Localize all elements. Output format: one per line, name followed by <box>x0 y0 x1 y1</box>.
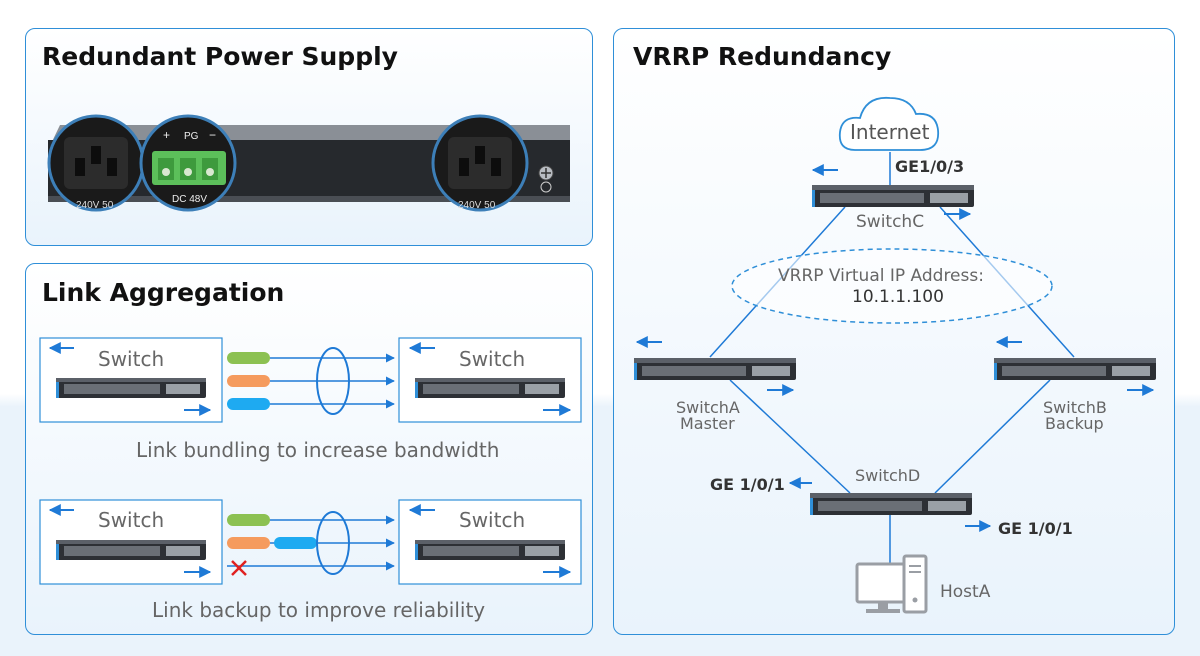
internet-cloud-icon <box>838 96 940 151</box>
dc-label: DC 48V <box>172 194 207 205</box>
internet-label: Internet <box>850 120 930 144</box>
bundle-blue-cable <box>227 398 270 410</box>
vrrp-title: VRRP Redundancy <box>633 42 892 71</box>
backup-aggregation-ellipse <box>316 511 350 575</box>
port-left-label: GE 1/0/1 <box>710 475 785 494</box>
switcha-icon <box>634 358 796 380</box>
bundle-caption: Link bundling to increase bandwidth <box>136 438 500 462</box>
switchb-label: SwitchB <box>1043 398 1107 417</box>
link-failure-x-icon <box>231 560 247 576</box>
virtual-ip-title: VRRP Virtual IP Address: <box>778 266 984 286</box>
backup-blue-cable <box>274 537 317 549</box>
backup-right-switch-label: Switch <box>459 508 526 532</box>
backup-green-cable <box>227 514 270 526</box>
bundle-green-cable <box>227 352 270 364</box>
switcha-label: SwitchA <box>676 398 740 417</box>
bundle-orange-cable <box>227 375 270 387</box>
backup-caption: Link backup to improve reliability <box>152 598 486 622</box>
switchb-to-switchd-line <box>934 379 1051 494</box>
terminal-plus: + <box>163 128 170 142</box>
link-aggregation-title: Link Aggregation <box>42 278 285 307</box>
bundle-left-switch-label: Switch <box>98 347 165 371</box>
switchd-label: SwitchD <box>855 466 921 485</box>
switchb-icon <box>994 358 1156 380</box>
port-top-label: GE1/0/3 <box>895 157 965 176</box>
right-socket-text: 240V 50 <box>458 200 496 211</box>
switchc-label: SwitchC <box>856 212 925 232</box>
terminal-minus: − <box>209 128 216 142</box>
dc-terminal-icon <box>139 114 237 212</box>
bundle-right-switch-label: Switch <box>459 347 526 371</box>
backup-orange-cable <box>227 537 270 549</box>
host-label: HostA <box>940 582 991 602</box>
power-panel-title: Redundant Power Supply <box>42 42 398 71</box>
left-socket-text: 240V 50 <box>76 200 114 211</box>
ac-power-socket-left-icon <box>47 114 145 212</box>
ac-power-socket-right-icon <box>431 114 529 212</box>
virtual-ip-ellipse <box>731 248 1053 324</box>
switchd-icon <box>810 493 972 515</box>
port-right-label: GE 1/0/1 <box>998 519 1073 538</box>
virtual-ip-value: 10.1.1.100 <box>852 287 944 307</box>
switchb-role-label: Backup <box>1045 414 1104 433</box>
terminal-pg: PG <box>184 131 199 142</box>
backup-left-switch-label: Switch <box>98 508 165 532</box>
host-computer-icon <box>855 554 928 614</box>
ground-screw-icon <box>538 165 554 193</box>
switcha-to-switchd-line <box>729 379 851 494</box>
switcha-role-label: Master <box>680 414 735 433</box>
switchc-icon <box>812 185 974 207</box>
bundle-aggregation-ellipse <box>316 347 350 415</box>
